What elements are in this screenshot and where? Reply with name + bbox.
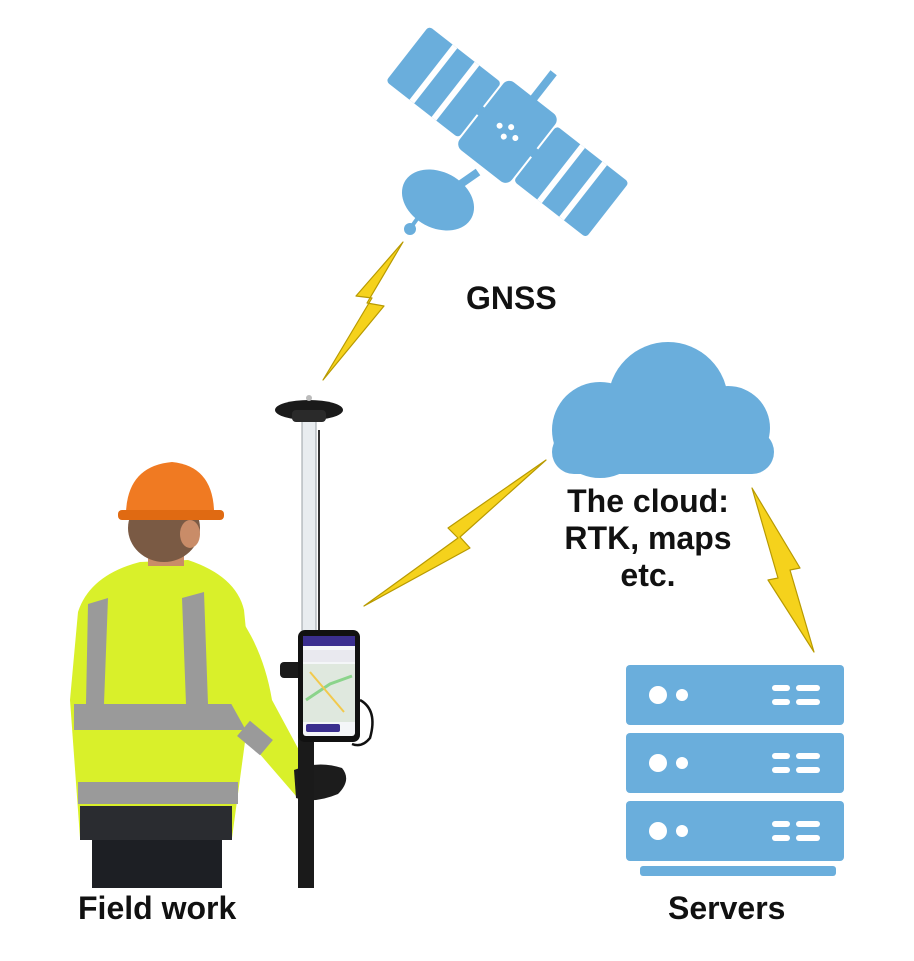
- server-unit: [626, 801, 844, 861]
- lightning-icon: [363, 459, 547, 607]
- server-unit: [626, 733, 844, 793]
- field-work-label: Field work: [78, 890, 237, 926]
- cloud-label-line: etc.: [620, 556, 676, 593]
- gnss-label: GNSS: [466, 280, 557, 316]
- satellite-icon: [387, 27, 628, 237]
- servers-label: Servers: [668, 890, 786, 926]
- tablet-device: [280, 630, 374, 747]
- cloud-label: The cloud: RTK, maps etc.: [548, 483, 748, 593]
- cloud-icon: [552, 342, 774, 478]
- cloud-label-line: The cloud:: [567, 483, 729, 519]
- cloud-label-line: RTK, maps: [564, 519, 732, 556]
- field-worker: [70, 462, 347, 888]
- lightning-icon: [751, 487, 815, 653]
- lightning-icon: [322, 241, 404, 381]
- server-rack-icon: [626, 665, 844, 876]
- server-unit: [626, 665, 844, 725]
- gnss-antenna-icon: [275, 395, 343, 422]
